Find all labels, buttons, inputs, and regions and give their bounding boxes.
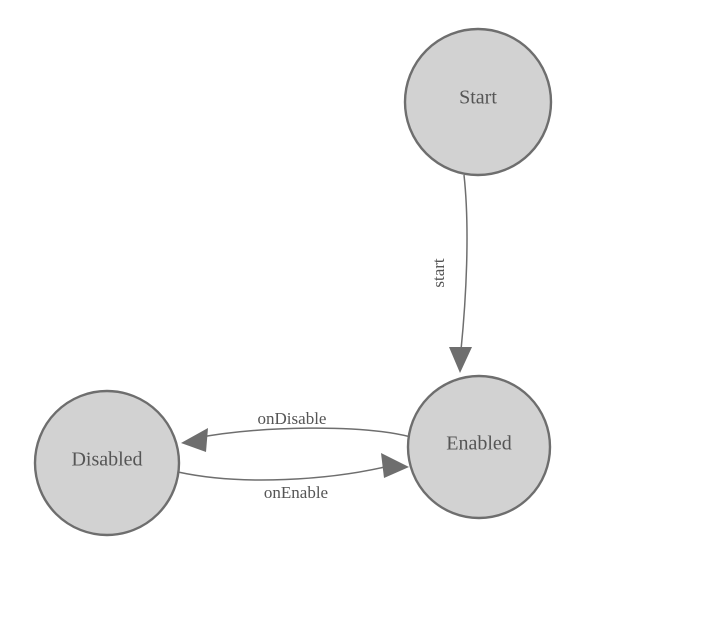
arrowhead-left-icon: [181, 428, 208, 452]
edge-enabled-to-disabled-path: [195, 427, 412, 439]
node-enabled-circle[interactable]: [406, 374, 552, 520]
arrowhead-down-icon: [449, 347, 472, 373]
edge-disabled-to-enabled-path: [177, 465, 390, 481]
node-disabled-circle[interactable]: [33, 389, 181, 537]
node-disabled-label: Disabled: [71, 449, 142, 471]
edge-start-to-enabled[interactable]: start: [429, 174, 472, 373]
edge-enabled-to-disabled[interactable]: onDisable: [181, 409, 412, 452]
node-start[interactable]: Start: [403, 27, 553, 177]
node-start-circle[interactable]: [403, 27, 553, 177]
node-disabled[interactable]: Disabled: [33, 389, 181, 537]
node-enabled-label: Enabled: [446, 433, 512, 455]
edge-start-to-enabled-path: [460, 174, 468, 351]
node-start-label: Start: [459, 87, 497, 109]
edge-label-start: start: [429, 258, 448, 288]
node-enabled[interactable]: Enabled: [406, 374, 552, 520]
edge-label-ondisable: onDisable: [258, 409, 327, 428]
arrowhead-right-icon: [381, 453, 409, 478]
edge-label-onenable: onEnable: [264, 483, 328, 502]
edge-disabled-to-enabled[interactable]: onEnable: [177, 453, 409, 502]
